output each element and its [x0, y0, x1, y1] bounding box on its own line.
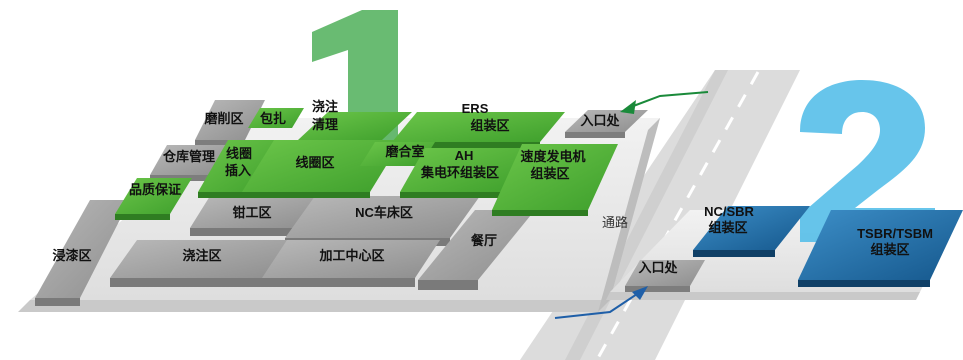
label-casting: 浇注区	[182, 248, 222, 263]
label-fitter: 钳工区	[232, 205, 272, 220]
label-tsbr-2: 组装区	[870, 242, 910, 257]
label-ah-1: AH	[454, 148, 474, 163]
gray-blocks	[35, 100, 705, 306]
label-speed-gen-2: 组装区	[530, 166, 570, 181]
label-road: 通路	[601, 215, 629, 230]
label-entrance-zone2: 入口处	[638, 260, 678, 275]
arrow-in-zone1	[620, 91, 709, 114]
label-coil-insert-2: 插入	[224, 163, 252, 178]
label-casting-cleaning-2: 清理	[311, 117, 339, 132]
label-tsbr-1: TSBR/TSBM	[857, 226, 933, 241]
label-grinding: 磨削区	[204, 111, 244, 126]
label-nc-sbr-2: 组装区	[708, 220, 748, 235]
label-entrance-zone1: 入口处	[580, 113, 620, 128]
label-grinding-room: 磨合室	[385, 144, 425, 159]
label-casting-cleaning-1: 浇注	[311, 99, 339, 114]
blue-blocks	[693, 206, 963, 287]
label-machining: 加工中心区	[319, 248, 385, 263]
label-nc-lathe: NC车床区	[355, 205, 413, 220]
zone2-number	[800, 80, 935, 242]
label-packing: 包扎	[259, 111, 287, 126]
label-ers-2: 组装区	[470, 118, 510, 133]
label-ah-2: 集电环组装区	[420, 165, 500, 180]
label-quality: 品质保证	[128, 182, 182, 197]
label-ers-1: ERS	[461, 101, 489, 116]
label-warehouse: 仓库管理	[162, 149, 216, 164]
label-speed-gen-1: 速度发电机	[520, 149, 586, 164]
label-paint: 浸漆区	[52, 248, 92, 263]
label-coil-area: 线圈区	[295, 155, 335, 170]
green-blocks	[115, 108, 618, 220]
label-coil-insert-1: 线圈	[225, 146, 253, 161]
arrow-in-zone2	[554, 286, 648, 319]
label-nc-sbr-1: NC/SBR	[704, 204, 754, 219]
label-canteen: 餐厅	[470, 233, 498, 248]
